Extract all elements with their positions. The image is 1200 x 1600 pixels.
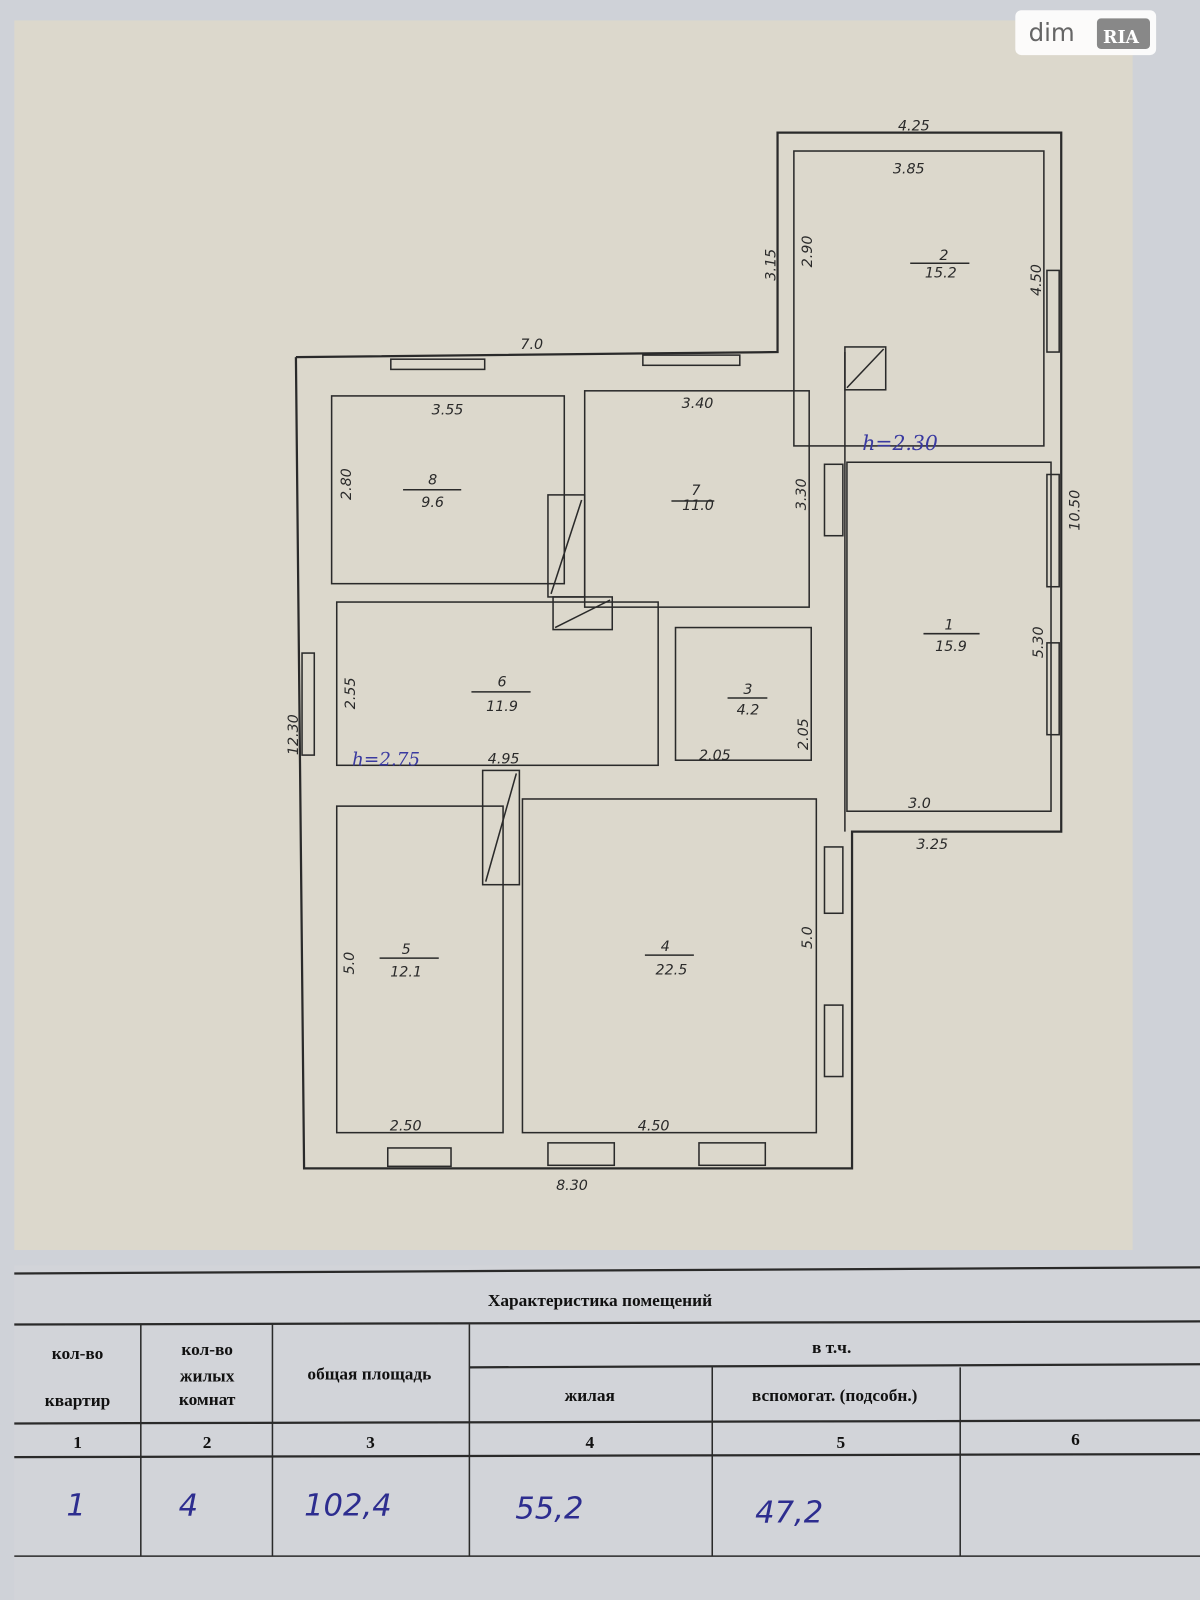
room-area: 15.2: [925, 266, 957, 282]
room-area: 4.2: [737, 702, 760, 718]
room-area: 11.9: [486, 699, 518, 715]
room-2-outer-height: 3.15: [764, 249, 780, 281]
header-text: квартир: [45, 1391, 111, 1410]
room-3-width: 2.05: [699, 748, 731, 764]
room-2-outer-width: 4.25: [898, 119, 930, 135]
column-number: 2: [203, 1433, 212, 1452]
room-1-width: 3.0: [908, 796, 931, 812]
tracing-paper: [14, 20, 1133, 1250]
column-number: 4: [585, 1433, 594, 1452]
room-number: 5: [402, 942, 411, 958]
room-4-width: 4.50: [638, 1119, 670, 1135]
room-5-width: 2.50: [390, 1119, 422, 1135]
room-area: 22.5: [656, 962, 688, 978]
overall-top-dimension: 7.0: [520, 337, 543, 353]
apartments-count: 1: [66, 1488, 85, 1523]
living-rooms-count: 4: [179, 1488, 198, 1523]
room-1-height: 5.30: [1031, 626, 1047, 658]
room-3-outline: [674, 626, 812, 761]
room-4-height: 5.0: [800, 926, 816, 949]
header-text: жилая: [565, 1386, 615, 1405]
table-title: Характеристика помещений: [488, 1291, 712, 1310]
chimney: [552, 596, 614, 631]
auxiliary-area: 47,2: [755, 1495, 823, 1530]
form-sheet: [14, 1265, 1200, 1600]
room-6-width: 4.95: [488, 751, 520, 767]
overall-right-dimension: 10.50: [1068, 490, 1084, 531]
room-area: 11.0: [682, 498, 714, 514]
room-area: 12.1: [390, 965, 422, 981]
header-text: кол-во: [181, 1340, 233, 1359]
header-text: вспомогат. (подсобн.): [752, 1386, 918, 1405]
room-4-outline: [521, 798, 818, 1134]
ceiling-height-annex: h=2.30: [862, 431, 938, 455]
header-text: комнат: [179, 1390, 236, 1409]
room-6-outline: [335, 601, 659, 767]
room-2-height: 2.90: [800, 236, 816, 268]
column-number: 6: [1071, 1430, 1080, 1449]
room-1-outline: [846, 461, 1052, 812]
room-7-width: 3.40: [682, 396, 714, 412]
room-number: 2: [939, 248, 948, 264]
room-2-width: 3.85: [893, 161, 925, 177]
room-8-outline: [330, 395, 566, 585]
room-8-height: 2.80: [339, 468, 355, 500]
header-text: общая площадь: [307, 1365, 431, 1384]
room-number: 3: [743, 682, 752, 698]
room-3-height: 2.05: [796, 718, 812, 750]
logo-text: RIA: [1103, 28, 1140, 48]
room-number: 7: [691, 483, 700, 499]
header-text: жилых: [180, 1367, 235, 1386]
dim-ria-logo: dim RIA: [1015, 10, 1157, 56]
room-5-outline: [335, 805, 504, 1134]
room-characteristics-table: Характеристика помещений кол-во квартир …: [14, 1266, 1200, 1557]
chimney: [844, 346, 887, 391]
room-5-height: 5.0: [342, 952, 358, 975]
room-area: 15.9: [935, 639, 967, 655]
room-labels: 1 15.9 2 15.2 3 4.2 4 22.5 5 12.1 6 11.9…: [379, 248, 980, 981]
logo-text: dim: [1029, 18, 1075, 47]
ceiling-height-main: h=2.75: [352, 749, 420, 770]
room-2-outline: [793, 150, 1045, 447]
room-number: 8: [428, 473, 437, 489]
room-2-right-height: 4.50: [1029, 264, 1045, 296]
overall-bottom-dimension: 8.30: [556, 1178, 588, 1194]
column-number: 3: [366, 1433, 375, 1452]
room-number: 6: [498, 675, 507, 691]
room-7-height: 3.30: [794, 478, 810, 510]
living-area: 55,2: [515, 1491, 583, 1526]
column-number: 1: [73, 1433, 82, 1452]
overall-left-dimension: 12.30: [286, 714, 302, 755]
room-1-outer-width: 3.25: [916, 837, 948, 853]
room-6-height: 2.55: [343, 677, 359, 709]
room-number: 1: [944, 618, 953, 634]
total-area: 102,4: [304, 1488, 392, 1523]
room-8-width: 3.55: [432, 402, 464, 418]
stove: [481, 769, 521, 886]
column-number: 5: [836, 1433, 845, 1452]
room-number: 4: [661, 939, 670, 955]
header-text: кол-во: [52, 1344, 104, 1363]
main-house-walls: [294, 131, 1063, 1170]
header-text: в т.ч.: [812, 1338, 851, 1357]
room-area: 9.6: [421, 495, 444, 511]
windows: [301, 269, 1060, 1168]
